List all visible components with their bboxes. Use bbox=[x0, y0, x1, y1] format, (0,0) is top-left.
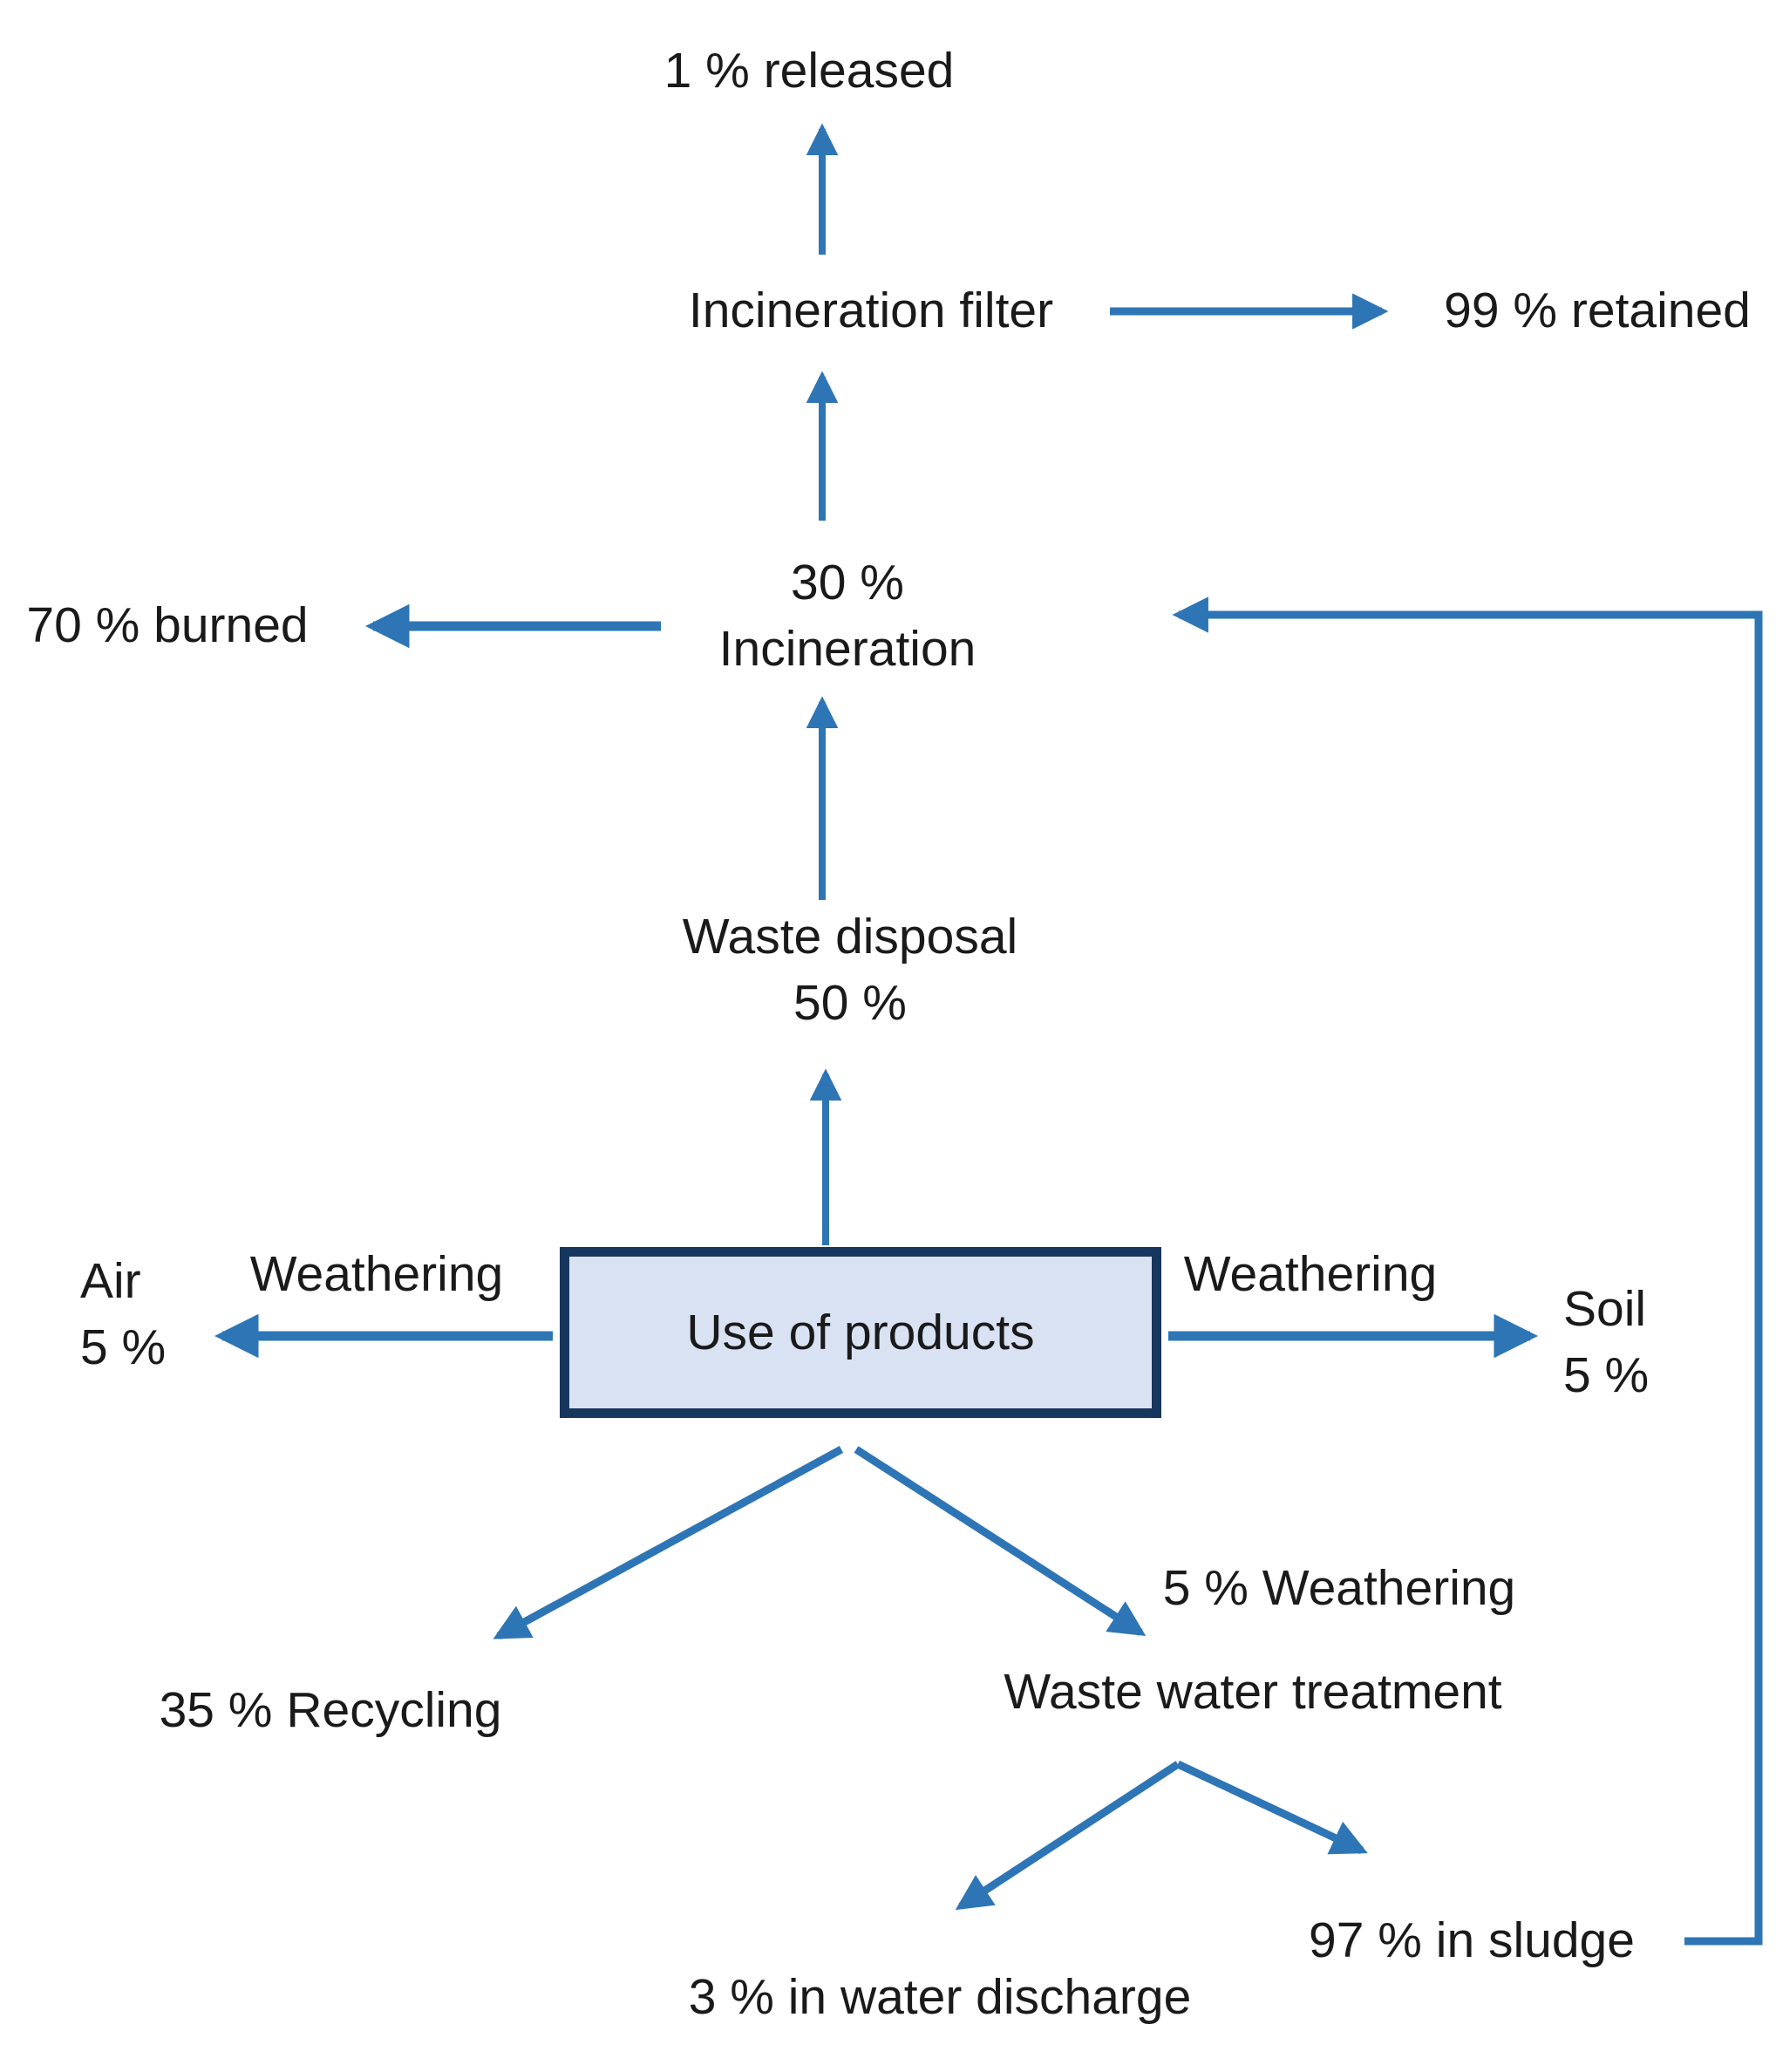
label-soil-pct: 5 % bbox=[1563, 1347, 1650, 1403]
label-recycling: 35 % Recycling bbox=[159, 1682, 502, 1739]
arrow-box-to-recycling bbox=[493, 1446, 844, 1639]
label-weathering-right: Weathering bbox=[1183, 1246, 1438, 1303]
label-burned: 70 % burned bbox=[26, 597, 309, 654]
arrow-box-to-waste-water bbox=[854, 1446, 1147, 1637]
label-air-name: Air bbox=[80, 1253, 141, 1310]
arrow-wwt-to-sludge bbox=[1176, 1760, 1368, 1855]
label-weathering-waste-water: 5 % Weathering bbox=[1162, 1560, 1516, 1617]
label-incineration-pct: 30 % bbox=[791, 555, 904, 611]
arrow-wwt-to-discharge bbox=[955, 1761, 1181, 1911]
label-waste-water-treatment: Waste water treatment bbox=[1004, 1664, 1502, 1721]
label-retained: 99 % retained bbox=[1444, 283, 1751, 339]
label-soil: Soil 5 % bbox=[1563, 1277, 1649, 1409]
arrow-sludge-return-to-incineration bbox=[1172, 596, 1763, 1946]
use-of-products-label: Use of products bbox=[686, 1305, 1035, 1360]
label-waste-disposal-name: Waste disposal bbox=[682, 909, 1018, 965]
label-water-discharge: 3 % in water discharge bbox=[688, 1969, 1192, 2026]
label-incineration: 30 % Incineration bbox=[719, 550, 976, 683]
label-waste-disposal: Waste disposal 50 % bbox=[683, 904, 1017, 1037]
label-air: Air 5 % bbox=[80, 1249, 166, 1381]
label-incineration-name: Incineration bbox=[718, 621, 976, 677]
label-incineration-filter: Incineration filter bbox=[688, 283, 1054, 339]
label-weathering-left: Weathering bbox=[249, 1246, 504, 1303]
label-air-pct: 5 % bbox=[80, 1319, 167, 1375]
label-released: 1 % released bbox=[663, 43, 955, 99]
label-soil-name: Soil bbox=[1563, 1281, 1647, 1338]
label-sludge: 97 % in sludge bbox=[1309, 1912, 1635, 1969]
use-of-products-box: Use of products bbox=[560, 1247, 1161, 1418]
label-waste-disposal-pct: 50 % bbox=[793, 975, 907, 1031]
